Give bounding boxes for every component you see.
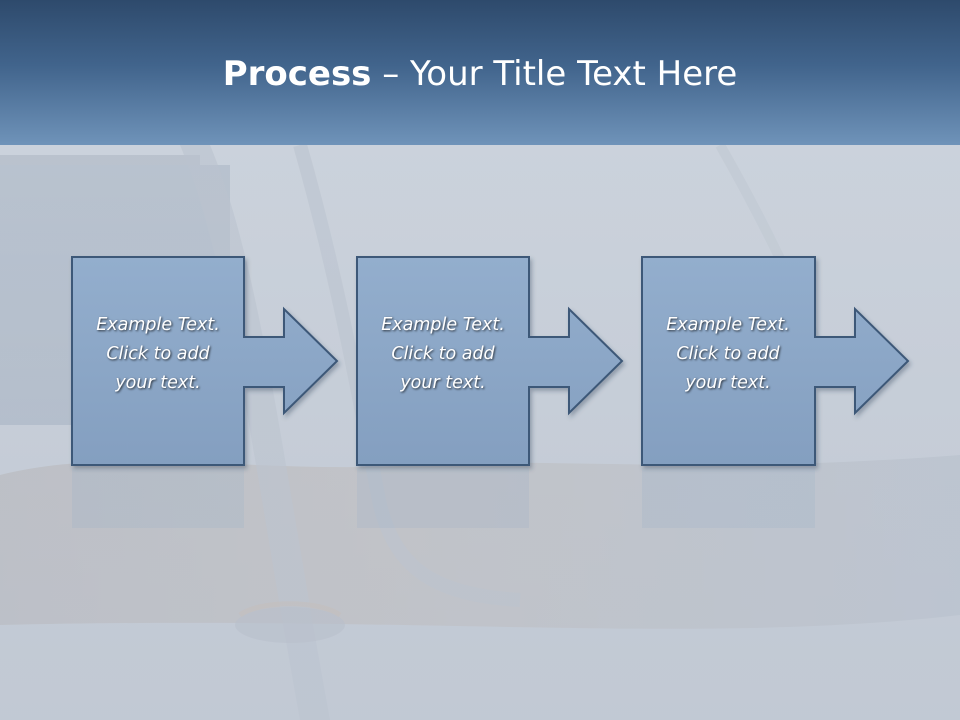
title-bar: Process – Your Title Text Here: [0, 0, 960, 145]
title-bold: Process: [222, 54, 372, 94]
step-1-line-1: Example Text.: [96, 315, 220, 335]
step-1-text: Example Text. Click to add your text.: [78, 311, 238, 398]
step-1-line-2: Click to add: [106, 344, 210, 364]
process-step-2[interactable]: Example Text. Click to add your text.: [357, 257, 529, 465]
step-3-line-1: Example Text.: [666, 315, 790, 335]
slide-title[interactable]: Process – Your Title Text Here: [0, 50, 960, 98]
step-2-line-3: your text.: [400, 373, 486, 393]
process-step-1-shape[interactable]: [71, 256, 339, 466]
process-step-3-shape[interactable]: [641, 256, 910, 466]
step-2-text: Example Text. Click to add your text.: [363, 311, 523, 398]
step-1-line-3: your text.: [115, 373, 201, 393]
title-rest: – Your Title Text Here: [371, 54, 738, 94]
step-3-text: Example Text. Click to add your text.: [648, 311, 808, 398]
process-reflections: [72, 468, 815, 528]
step-3-line-3: your text.: [685, 373, 771, 393]
step-2-line-2: Click to add: [391, 344, 495, 364]
step-2-line-1: Example Text.: [381, 315, 505, 335]
process-step-1[interactable]: Example Text. Click to add your text.: [72, 257, 244, 465]
process-step-3[interactable]: Example Text. Click to add your text.: [642, 257, 814, 465]
process-step-2-shape[interactable]: [356, 256, 624, 466]
step-3-line-2: Click to add: [676, 344, 780, 364]
